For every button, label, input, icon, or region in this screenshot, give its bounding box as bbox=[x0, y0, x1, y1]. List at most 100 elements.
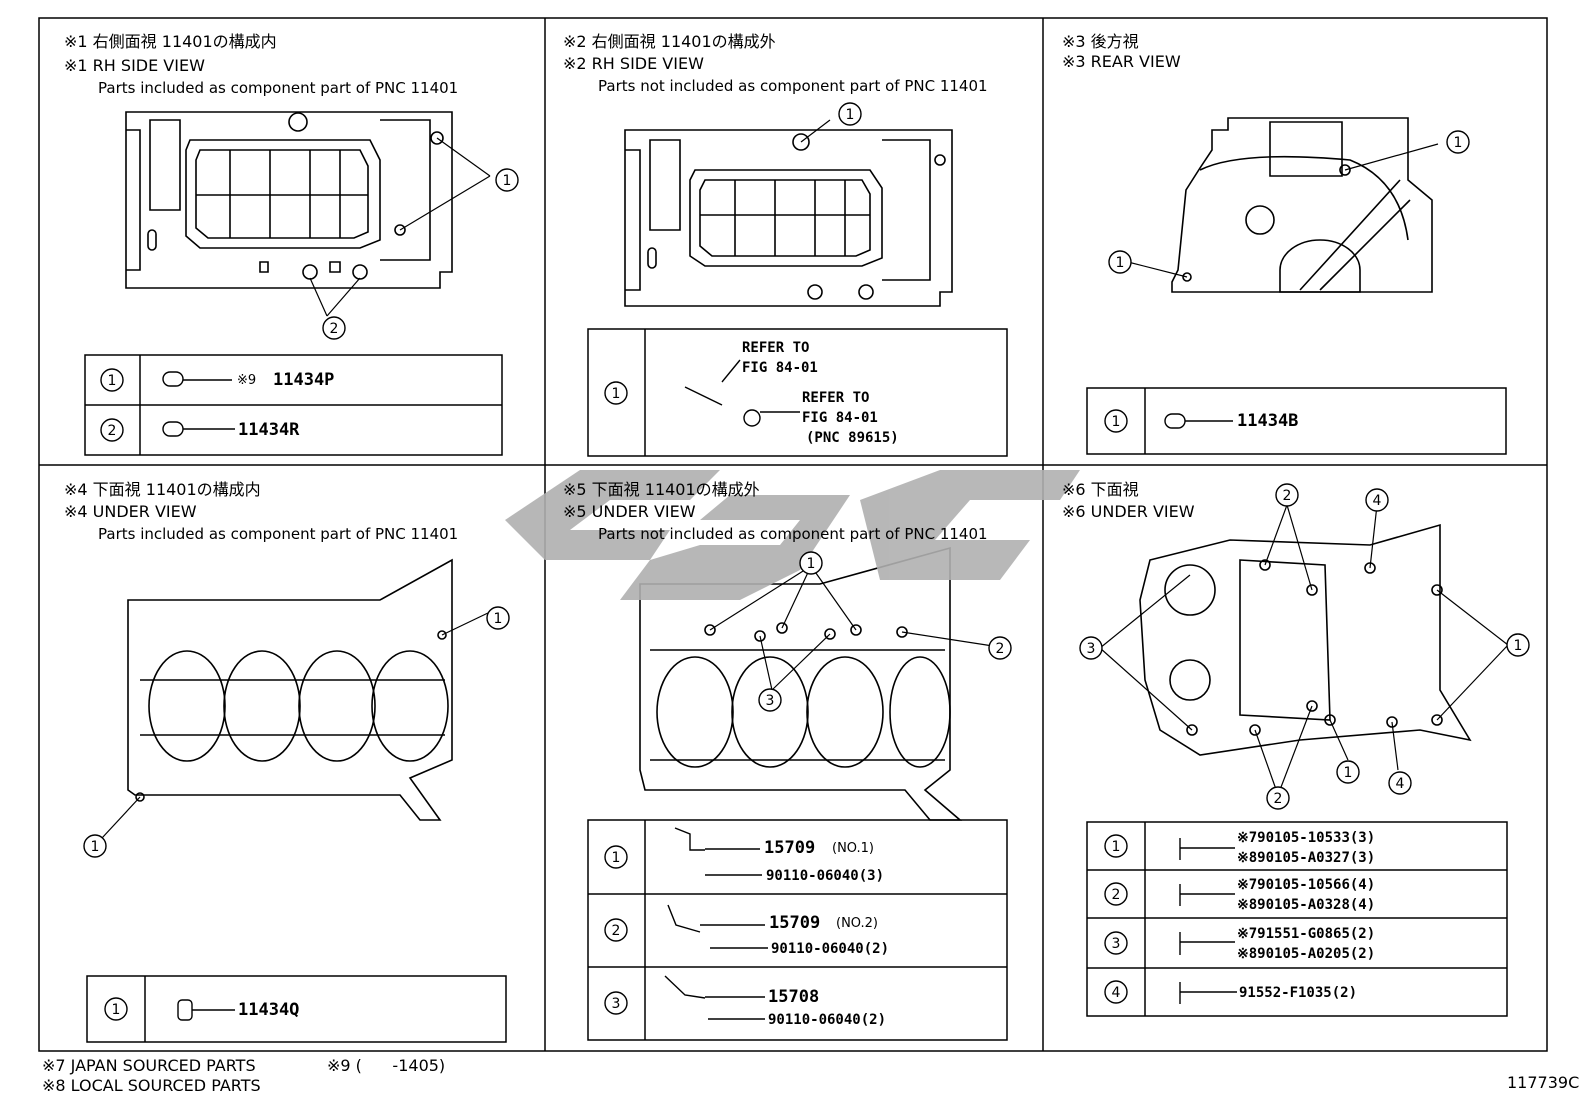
svg-text:2: 2 bbox=[1274, 791, 1283, 807]
panel-6-title-jp: ※6 下面視 bbox=[1062, 480, 1139, 499]
table-key: 3 bbox=[1104, 931, 1128, 955]
bolt-icon bbox=[1179, 932, 1235, 955]
panel-2-title-jp: ※2 右側面視 11401の構成外 bbox=[563, 32, 776, 51]
callout-4: 4 bbox=[1365, 488, 1389, 512]
part-number[interactable]: 15708 bbox=[768, 987, 820, 1007]
callout-lines-4 bbox=[101, 611, 491, 839]
table-key: 2 bbox=[1104, 882, 1128, 906]
table-key: 2 bbox=[100, 418, 124, 442]
svg-text:1: 1 bbox=[846, 107, 855, 123]
bolt-number[interactable]: ※890105-A0327(3) bbox=[1237, 850, 1376, 866]
panel-1-title-jp: ※1 右側面視 11401の構成内 bbox=[64, 32, 277, 51]
callout-4: 4 bbox=[1388, 771, 1412, 795]
callout-2: 2 bbox=[1266, 786, 1290, 810]
table-key: 4 bbox=[1104, 980, 1128, 1004]
callout-lines-5 bbox=[709, 565, 994, 691]
svg-text:4: 4 bbox=[1396, 776, 1405, 792]
svg-text:2: 2 bbox=[1112, 887, 1121, 903]
panel-1-subtitle: Parts included as component part of PNC … bbox=[98, 79, 459, 97]
refer-figure[interactable]: FIG 84-01 bbox=[742, 360, 818, 376]
bolt-icon bbox=[1179, 982, 1237, 1004]
bolt-number[interactable]: ※890105-A0205(2) bbox=[1237, 946, 1376, 962]
panel-5-subtitle: Parts not included as component part of … bbox=[598, 525, 988, 543]
rh-side-view-drawing-1 bbox=[125, 111, 453, 289]
callout-1: 1 bbox=[1446, 130, 1470, 154]
part-note: (NO.2) bbox=[836, 916, 878, 931]
svg-text:2: 2 bbox=[612, 923, 621, 939]
oil-jet-icon bbox=[664, 975, 706, 999]
callout-1: 1 bbox=[1336, 760, 1360, 784]
panel-2-subtitle: Parts not included as component part of … bbox=[598, 77, 988, 95]
panel-2-title-en: ※2 RH SIDE VIEW bbox=[563, 54, 704, 73]
panel-1-title-en: ※1 RH SIDE VIEW bbox=[64, 56, 205, 75]
under-view-drawing-4 bbox=[127, 558, 453, 821]
table-key: 1 bbox=[604, 845, 628, 869]
callout-lines-1 bbox=[309, 137, 491, 317]
table-key: 1 bbox=[1104, 409, 1128, 433]
callout-lines-3 bbox=[1127, 143, 1439, 278]
svg-text:1: 1 bbox=[494, 611, 503, 627]
callout-lines-2 bbox=[800, 119, 831, 143]
svg-text:1: 1 bbox=[1454, 135, 1463, 151]
bolt-number[interactable]: 91552-F1035(2) bbox=[1239, 985, 1358, 1001]
svg-text:3: 3 bbox=[612, 996, 621, 1012]
bolt-number[interactable]: ※790105-10533(3) bbox=[1237, 830, 1376, 846]
svg-text:1: 1 bbox=[1116, 255, 1125, 271]
callout-1: 1 bbox=[495, 168, 519, 192]
panel-3-title-jp: ※3 後方視 bbox=[1062, 32, 1139, 51]
table-key: 1 bbox=[100, 368, 124, 392]
bolt-number[interactable]: ※790105-10566(4) bbox=[1237, 877, 1376, 893]
refer-text: REFER TO bbox=[802, 390, 870, 406]
svg-text:2: 2 bbox=[1283, 488, 1292, 504]
panel-6-title-en: ※6 UNDER VIEW bbox=[1062, 502, 1195, 521]
table-key: 3 bbox=[604, 991, 628, 1015]
panel-5-title-jp: ※5 下面視 11401の構成外 bbox=[563, 480, 760, 499]
callout-1: 1 bbox=[838, 102, 862, 126]
refer-pnc[interactable]: (PNC 89615) bbox=[806, 430, 899, 446]
panel-4-title-en: ※4 UNDER VIEW bbox=[64, 502, 197, 521]
callout-1: 1 bbox=[486, 606, 510, 630]
svg-text:3: 3 bbox=[1087, 641, 1096, 657]
bolt-number[interactable]: 90110-06040(3) bbox=[766, 868, 885, 884]
part-number[interactable]: 11434Q bbox=[238, 1000, 300, 1020]
callout-1: 1 bbox=[83, 834, 107, 858]
watermark-logo bbox=[505, 470, 1080, 600]
svg-text:1: 1 bbox=[612, 386, 621, 402]
part-number[interactable]: 11434B bbox=[1237, 411, 1299, 431]
panel-4-title-jp: ※4 下面視 11401の構成内 bbox=[64, 480, 261, 499]
svg-text:4: 4 bbox=[1373, 493, 1382, 509]
svg-text:2: 2 bbox=[108, 423, 117, 439]
callout-1: 1 bbox=[1506, 633, 1530, 657]
svg-text:2: 2 bbox=[330, 321, 339, 337]
bolt-number[interactable]: 90110-06040(2) bbox=[768, 1012, 887, 1028]
svg-text:1: 1 bbox=[108, 373, 117, 389]
svg-text:1: 1 bbox=[1344, 765, 1353, 781]
svg-text:1: 1 bbox=[1514, 638, 1523, 654]
parts-tables bbox=[84, 328, 1508, 1043]
dowel-pin-icon bbox=[162, 371, 184, 387]
part-number[interactable]: 15709 bbox=[764, 838, 816, 858]
refer-figure[interactable]: FIG 84-01 bbox=[802, 410, 878, 426]
bolt-number[interactable]: ※890105-A0328(4) bbox=[1237, 897, 1376, 913]
table-key: 1 bbox=[1104, 834, 1128, 858]
panel-4-subtitle: Parts included as component part of PNC … bbox=[98, 525, 459, 543]
footnote-japan-sourced: ※7 JAPAN SOURCED PARTS bbox=[42, 1056, 256, 1075]
rear-view-drawing bbox=[1171, 117, 1433, 293]
panel-3-title-en: ※3 REAR VIEW bbox=[1062, 52, 1181, 71]
footnote-date-range: ※9 ( -1405) bbox=[327, 1056, 446, 1075]
table-key: 2 bbox=[604, 918, 628, 942]
part-number[interactable]: 11434P bbox=[273, 370, 335, 390]
table-part-icons bbox=[162, 359, 1237, 1021]
part-number[interactable]: 15709 bbox=[769, 913, 821, 933]
svg-text:1: 1 bbox=[1112, 414, 1121, 430]
callout-2: 2 bbox=[1275, 483, 1299, 507]
bolt-number[interactable]: 90110-06040(2) bbox=[771, 941, 890, 957]
knock-sensor-icon bbox=[743, 409, 761, 427]
callout-3: 3 bbox=[758, 688, 782, 712]
svg-text:3: 3 bbox=[1112, 936, 1121, 952]
svg-text:1: 1 bbox=[91, 839, 100, 855]
svg-text:1: 1 bbox=[612, 850, 621, 866]
part-number[interactable]: 11434R bbox=[238, 420, 300, 440]
bolt-number[interactable]: ※791551-G0865(2) bbox=[1237, 926, 1376, 942]
